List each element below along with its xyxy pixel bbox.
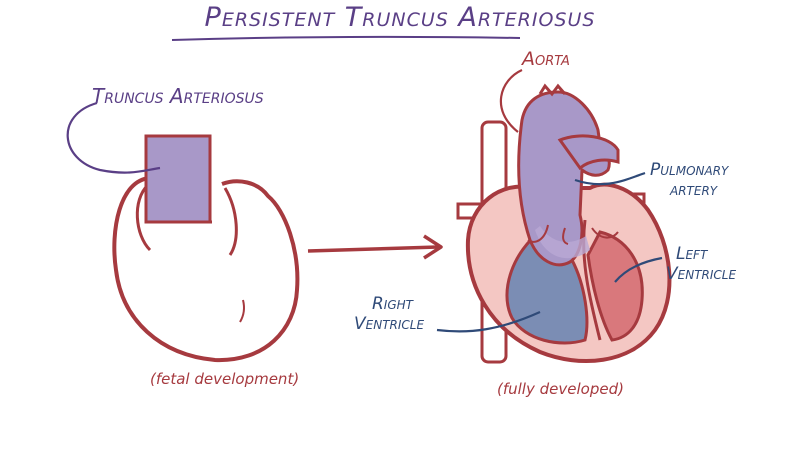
valve-curls xyxy=(527,224,619,245)
aorta-pointer xyxy=(499,68,523,133)
aorta-label: Aorta xyxy=(522,48,570,70)
fetal-heart xyxy=(112,134,300,363)
truncus-pointer xyxy=(66,101,161,174)
pulmonary-label-line1: Pulmonary xyxy=(650,160,729,180)
developed-caption: (fully developed) xyxy=(497,380,624,398)
right-ventricle-label-line2: Ventricle xyxy=(354,314,425,334)
left-ventricle-chamber xyxy=(586,230,644,342)
fetal-heart-outline xyxy=(112,176,300,363)
pulmonary-artery xyxy=(557,134,620,171)
right-ventricle-label-line1: Right xyxy=(372,294,414,314)
septum xyxy=(582,219,602,341)
fetal-caption: (fetal development) xyxy=(150,370,300,388)
pulmonary-label-line2: artery xyxy=(670,180,718,200)
fetal-heart-crease xyxy=(239,299,245,323)
right-ventricle-pointer xyxy=(436,310,541,333)
left-ventricle-label-line2: Ventricle xyxy=(666,264,737,284)
left-ventricle-pointer xyxy=(614,256,663,283)
aortic-arch-bumps xyxy=(538,83,567,97)
left-ventricle-label-line1: Left xyxy=(676,244,708,264)
truncal-blend xyxy=(535,226,590,259)
development-arrow xyxy=(307,234,443,260)
truncus-label: Truncus Arteriosus xyxy=(92,84,264,108)
pulmonary-pointer xyxy=(574,171,646,186)
truncus-arteriosus-tube xyxy=(144,134,212,224)
fetal-heart-inner-right xyxy=(223,187,238,256)
title-underline xyxy=(171,35,521,41)
fetal-heart-inner-left xyxy=(135,183,152,252)
developed-heart xyxy=(456,83,672,364)
page-title: Persistent Truncus Arteriosus xyxy=(204,2,596,33)
